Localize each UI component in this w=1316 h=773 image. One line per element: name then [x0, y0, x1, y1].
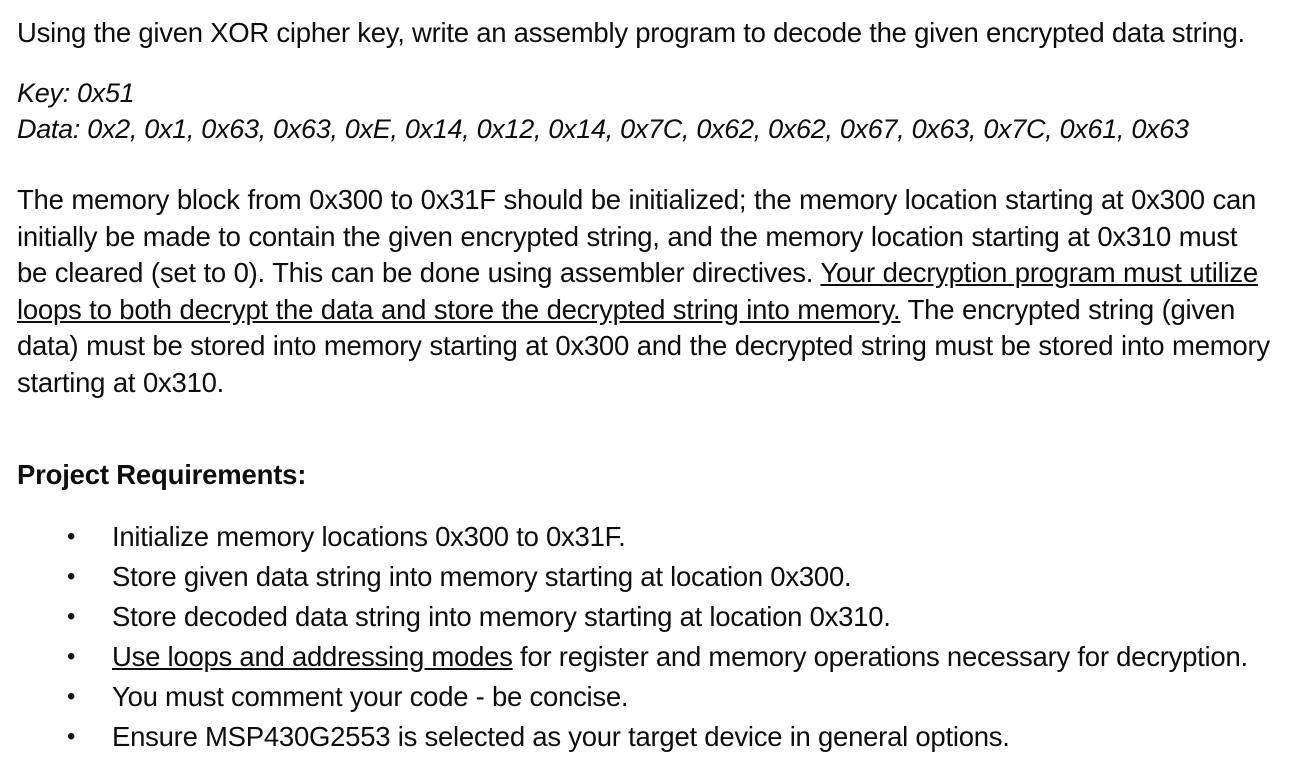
list-item: • Store given data string into memory st…	[17, 557, 1271, 597]
project-requirements-heading: Project Requirements:	[17, 459, 307, 490]
list-item: • Store decoded data string into memory …	[17, 597, 1271, 637]
text-column: Using the given XOR cipher key, write an…	[17, 0, 1271, 773]
bullet-icon: •	[67, 683, 76, 710]
paragraph-part-two: The encrypted string (given data) must b…	[17, 293, 1270, 398]
list-item-text-after: for register and memory operations neces…	[512, 641, 1248, 672]
cipher-key-line: Key: 0x51	[17, 78, 135, 108]
paragraph-underlined-requirement: Your decryption program must utilize loo…	[17, 257, 1258, 325]
list-item-text: Store given data string into memory star…	[112, 561, 852, 592]
list-item: • You must comment your code - be concis…	[17, 677, 1271, 717]
list-item-text: You must comment your code - be concise.	[112, 681, 629, 712]
bullet-icon: •	[67, 643, 76, 670]
encrypted-data-line: Data: 0x2, 0x1, 0x63, 0x63, 0xE, 0x14, 0…	[17, 114, 1189, 144]
list-item: • Ensure MSP430G2553 is selected as your…	[17, 717, 1271, 757]
list-item-text: Store decoded data string into memory st…	[112, 601, 891, 632]
assignment-intro-line: Using the given XOR cipher key, write an…	[17, 17, 1245, 48]
assignment-description-paragraph: The memory block from 0x300 to 0x31F sho…	[17, 182, 1271, 401]
list-item: • Use loops and addressing modes for reg…	[17, 637, 1271, 677]
bullet-icon: •	[67, 603, 76, 630]
bullet-icon: •	[67, 723, 76, 750]
list-item-text: Initialize memory locations 0x300 to 0x3…	[112, 521, 626, 552]
list-item: • Initialize memory locations 0x300 to 0…	[17, 517, 1271, 557]
bullet-icon: •	[67, 523, 76, 550]
paragraph-part-one: The memory block from 0x300 to 0x31F sho…	[17, 184, 1257, 288]
list-item-text: Ensure MSP430G2553 is selected as your t…	[112, 721, 1010, 752]
bullet-icon: •	[67, 563, 76, 590]
list-item-underlined: Use loops and addressing modes	[112, 641, 513, 672]
requirements-list: • Initialize memory locations 0x300 to 0…	[17, 517, 1271, 757]
